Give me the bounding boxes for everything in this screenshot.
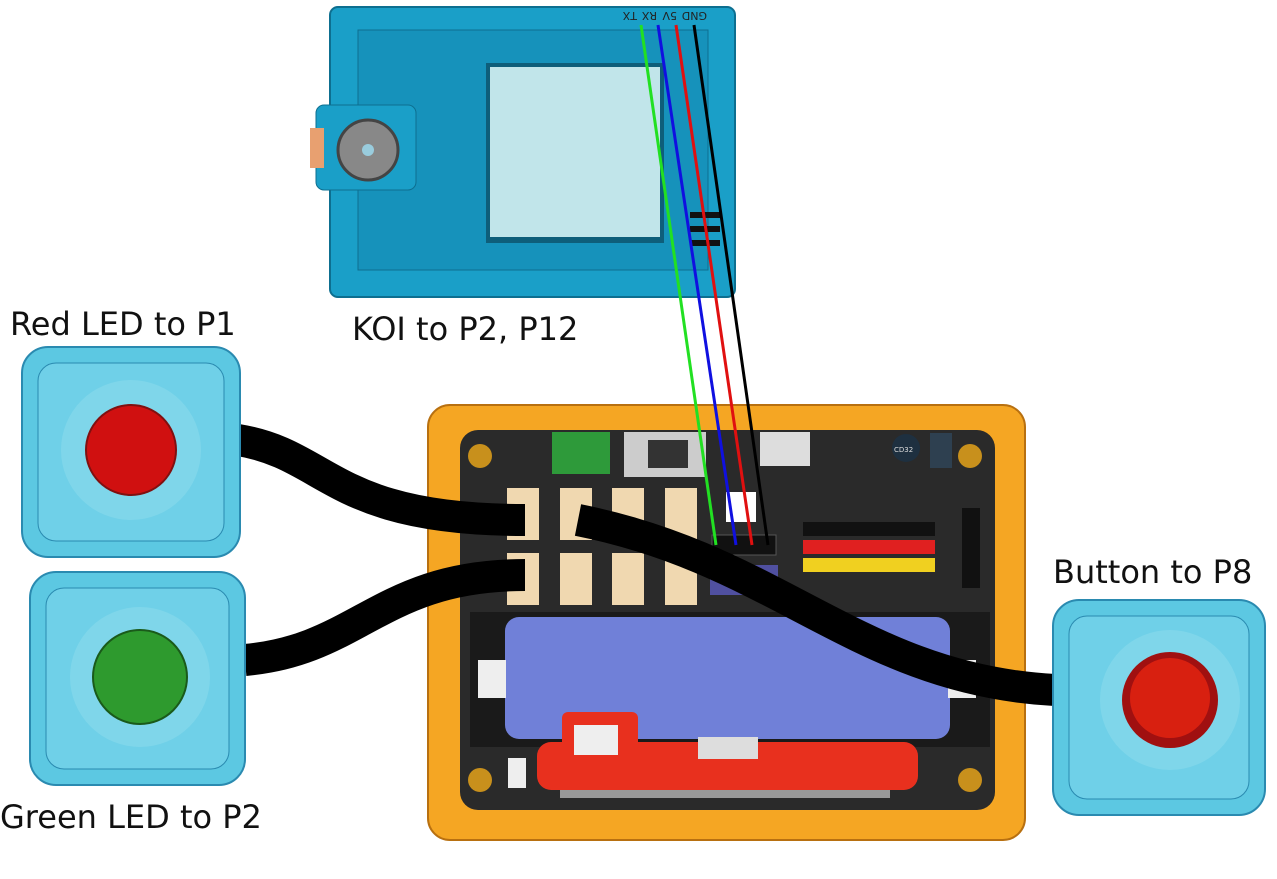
pin-label-5v: 5V [662,9,677,22]
red-led-icon [85,404,177,496]
wire-5v [674,24,754,546]
cable-button [574,504,1056,706]
green-led-label: Green LED to P2 [0,798,262,836]
chip-label: CD32 [894,446,913,454]
expansion-board: CD32 [427,404,1026,841]
wire-rx [656,24,738,546]
button-module [1052,599,1266,816]
koi-wires [639,24,770,546]
koi-screen [490,67,660,237]
push-button-icon [1130,658,1210,738]
green-led-module [29,571,246,786]
cable-red-led [235,424,526,536]
red-led-label: Red LED to P1 [10,305,236,343]
pin-label-tx: TX [622,9,638,22]
pin-label-gnd: GND [682,9,707,22]
button-label: Button to P8 [1053,553,1252,591]
battery [505,617,950,739]
cables [235,424,1056,706]
wire-gnd [692,24,770,546]
koi-module: GND 5V RX TX [310,6,736,298]
green-led-icon [92,629,188,725]
koi-label: KOI to P2, P12 [352,310,578,348]
pin-label-rx: RX [641,9,657,22]
wire-tx [639,24,718,546]
red-led-module [21,346,241,558]
cable-green-led [243,559,526,676]
